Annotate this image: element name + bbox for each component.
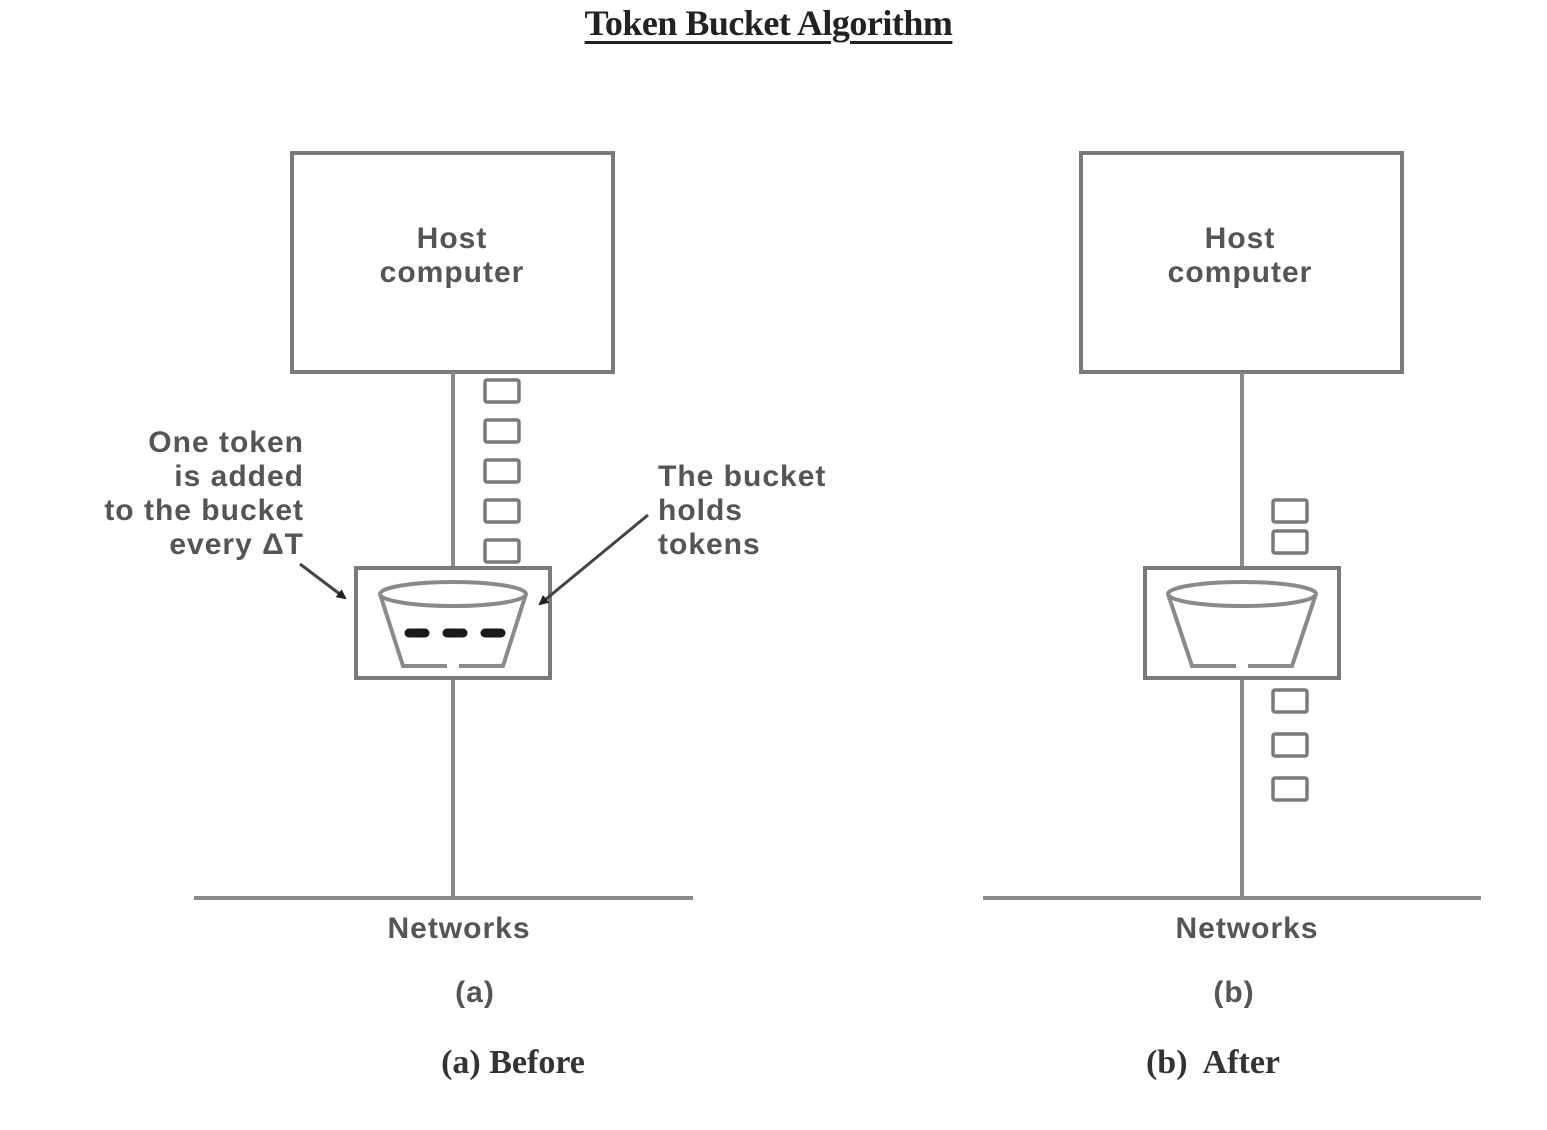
packet-token-icon	[1271, 498, 1309, 524]
network-label: Networks	[387, 912, 530, 945]
network-label: Networks	[1175, 912, 1318, 945]
packet-token-icon	[1271, 688, 1309, 714]
host-label-line1: Host	[1205, 222, 1276, 255]
packet-token-icon	[483, 418, 521, 444]
annotation-left-line2: is added	[174, 460, 304, 493]
panel-caption: (b) After	[1146, 1044, 1280, 1081]
panel-before: Host computer One token is added to the …	[104, 151, 826, 1081]
arrow-right-icon	[538, 513, 649, 606]
packet-token-icon	[1271, 776, 1309, 802]
diagram-title: Token Bucket Algorithm	[0, 2, 1537, 44]
annotation-left: One token is added to the bucket every Δ…	[104, 426, 347, 600]
packet-token-icon	[1271, 732, 1309, 758]
annotation-right-line2: holds	[658, 494, 743, 527]
host-label-line2: computer	[380, 256, 525, 289]
packet-token-icon	[483, 538, 521, 564]
bucket-icon	[378, 580, 528, 668]
packet-token-icon	[1271, 529, 1309, 555]
packet-token-icon	[483, 458, 521, 484]
annotation-right: The bucket holds tokens	[538, 460, 826, 606]
bucket-frame	[354, 566, 552, 680]
panel-sublabel: (a)	[455, 976, 495, 1009]
annotation-right-line3: tokens	[658, 528, 761, 561]
panel-after: Host computer Networks (b) (b) After	[983, 151, 1481, 1081]
host-computer-box	[1079, 151, 1404, 374]
annotation-left-line1: One token	[148, 426, 304, 459]
host-label-line2: computer	[1168, 256, 1313, 289]
diagram-title-text: Token Bucket Algorithm	[584, 3, 953, 43]
token-queue-above	[1271, 498, 1309, 555]
annotation-left-line4: every ΔT	[169, 528, 304, 561]
bucket-frame	[1143, 566, 1341, 680]
annotation-right-line1: The bucket	[658, 460, 826, 493]
host-computer-box	[290, 151, 615, 374]
token-queue-below	[1271, 688, 1309, 802]
host-label-line1: Host	[417, 222, 488, 255]
token-queue-above	[483, 378, 521, 564]
packet-token-icon	[483, 378, 521, 404]
arrow-left-icon	[299, 562, 347, 600]
panel-sublabel: (b)	[1213, 976, 1254, 1009]
bucket-icon	[1166, 580, 1318, 668]
annotation-left-line3: to the bucket	[104, 494, 304, 527]
packet-token-icon	[483, 498, 521, 524]
panel-caption: (a) Before	[441, 1044, 585, 1081]
